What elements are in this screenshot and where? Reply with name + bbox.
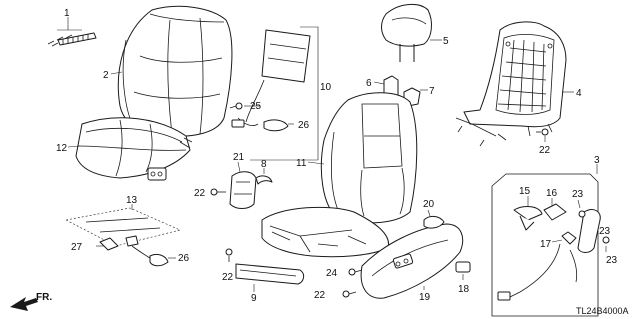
seat-back-pad-part xyxy=(320,92,418,224)
callout-23-top: 23 xyxy=(572,189,584,200)
callout-27: 27 xyxy=(71,242,83,253)
callout-19: 19 xyxy=(419,292,431,303)
callout-12: 12 xyxy=(56,143,68,154)
clip-bundle-part xyxy=(47,17,97,47)
bolt-part-bottom xyxy=(342,290,357,298)
callout-11: 11 xyxy=(296,158,307,169)
headrest-part xyxy=(381,4,432,62)
callout-22-right: 22 xyxy=(539,145,551,156)
front-direction-label: FR. xyxy=(36,292,52,303)
callout-20: 20 xyxy=(423,199,435,210)
callout-4: 4 xyxy=(576,88,582,99)
callout-5: 5 xyxy=(443,36,449,47)
callout-23-bottom: 23 xyxy=(606,255,618,266)
callout-23-mid: 23 xyxy=(599,226,611,237)
seat-back-cover-part xyxy=(117,5,233,137)
callout-16: 16 xyxy=(546,188,558,199)
callout-26-upper: 26 xyxy=(298,120,310,131)
bolt-part-upper-right xyxy=(536,128,549,136)
diagram-code: TL24B4000A xyxy=(576,306,629,316)
callout-25: 25 xyxy=(250,101,262,112)
callout-6: 6 xyxy=(366,78,372,89)
callout-13: 13 xyxy=(126,195,138,206)
callout-8: 8 xyxy=(261,159,267,170)
callout-26-lower: 26 xyxy=(178,253,190,264)
callout-22-bottom: 22 xyxy=(314,290,326,301)
bolt-part-24 xyxy=(348,268,363,276)
knob-part-18 xyxy=(455,261,471,273)
side-garnish-part xyxy=(235,263,305,285)
callout-17: 17 xyxy=(540,239,552,250)
callout-7: 7 xyxy=(429,86,435,97)
callout-2: 2 xyxy=(103,70,109,81)
seat-cushion-cover-part xyxy=(75,117,193,181)
clip-part-20 xyxy=(423,215,445,229)
clip-part-8 xyxy=(255,175,273,185)
callout-22-left: 22 xyxy=(194,188,206,199)
bolt-part-left xyxy=(210,188,226,196)
headrest-guide-part xyxy=(383,75,421,107)
callout-24: 24 xyxy=(326,268,338,279)
callout-9: 9 xyxy=(251,293,257,304)
callout-21: 21 xyxy=(233,152,245,163)
seat-heater-pad-part xyxy=(229,29,311,132)
callout-labels: 1 2 3 4 5 6 7 8 9 10 11 12 13 15 16 17 1… xyxy=(36,8,629,316)
bolt-part-lower-left xyxy=(225,248,233,262)
wiring-harness-group-part xyxy=(491,173,610,317)
trim-cover-part xyxy=(229,171,257,209)
callout-18: 18 xyxy=(458,284,470,295)
seat-back-frame-part xyxy=(455,21,567,147)
seat-side-cover-part xyxy=(360,223,464,299)
callout-10: 10 xyxy=(320,82,332,93)
callout-1: 1 xyxy=(64,8,70,19)
callout-3: 3 xyxy=(594,155,600,166)
callout-22-lower: 22 xyxy=(222,272,234,283)
front-direction-arrow xyxy=(10,297,38,311)
callout-15: 15 xyxy=(519,186,531,197)
cushion-pad-assembly-part xyxy=(65,207,181,267)
